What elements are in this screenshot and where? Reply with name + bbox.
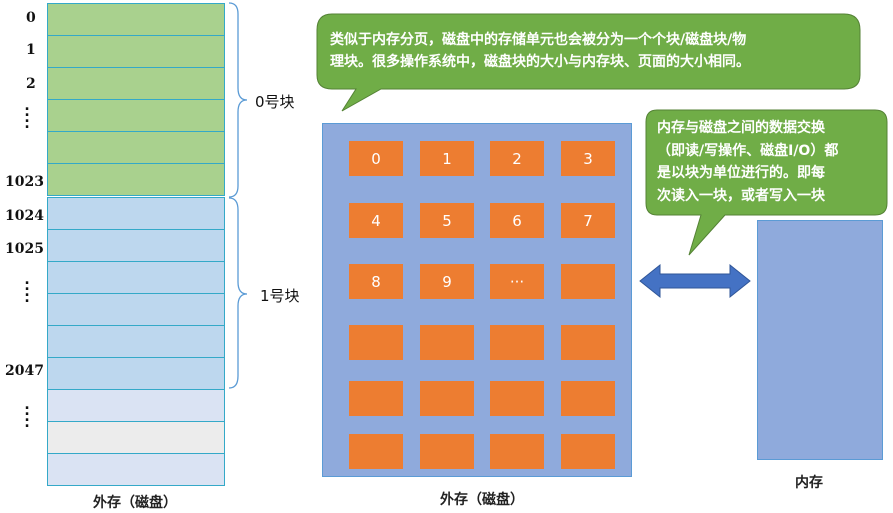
disk-panel: 0 1 2 3 4 5 6 7 8 9 ··· [322,123,632,477]
top-callout-line: 类似于内存分页，磁盘中的存储单元也会被分为一个个块/磁盘块/物 [330,32,747,48]
storage-cell [47,453,225,486]
index-label: 1025 [5,241,44,257]
index-label: 1023 [5,174,44,190]
index-label: 2 [26,76,36,92]
disk-block: 9 [420,264,474,299]
memory-panel [757,220,883,460]
disk-block [490,381,544,416]
disk-block [420,434,474,469]
vertical-ellipsis: .... [24,397,30,431]
storage-cell [47,325,225,358]
storage-cell [47,357,225,390]
disk-block: 3 [561,141,615,176]
right-callout-text: 内存与磁盘之间的数据交换 （即读/写操作、磁盘I/O）都 是以块为单位进行的。即… [657,117,883,207]
disk-block [561,434,615,469]
disk-block [349,434,403,469]
top-callout-line: 理块。很多操作系统中，磁盘块的大小与内存块、页面的大小相同。 [330,54,750,70]
vertical-ellipsis: .... [24,98,30,132]
disk-block [561,325,615,360]
storage-cell [47,131,225,164]
double-arrow-shape [639,263,751,299]
storage-cell [47,293,225,326]
disk-block: 8 [349,264,403,299]
right-callout-line: 是以块为单位进行的。即每 [657,165,825,181]
disk-block [561,381,615,416]
storage-cell [47,67,225,100]
disk-block [490,325,544,360]
brace-block-0 [228,2,248,198]
index-label: 2047 [5,363,44,379]
right-callout-line: 次读入一块，或者写入一块 [657,187,825,204]
storage-cell [47,99,225,132]
index-label: 0 [26,10,36,26]
storage-cell [47,229,225,262]
brace-block-1 [228,197,248,389]
disk-block: 0 [349,141,403,176]
vertical-ellipsis: .... [24,272,30,306]
storage-column [47,3,225,486]
disk-block [420,325,474,360]
disk-block [490,434,544,469]
disk-block [561,264,615,299]
disk-block: 5 [420,203,474,238]
memory-caption: 内存 [795,475,823,491]
block-braces [228,2,248,389]
top-callout-bubble [316,13,861,112]
double-arrow [639,263,751,299]
storage-cell [47,35,225,68]
index-label: 1 [26,42,36,58]
right-callout-line: （即读/写操作、磁盘I/O）都 [657,142,839,159]
disk-block: 1 [420,141,474,176]
right-callout-line: 内存与磁盘之间的数据交换 [657,120,825,136]
disk-block: 6 [490,203,544,238]
right-callout-bubble [645,109,888,256]
disk-block [420,381,474,416]
block-0-label: 0号块 [255,93,295,111]
storage-cell [47,3,225,36]
left-storage-caption: 外存（磁盘） [93,495,177,511]
disk-block: 4 [349,203,403,238]
storage-cell [47,163,225,196]
disk-block [349,325,403,360]
storage-cell [47,197,225,230]
block-1-label: 1号块 [260,287,300,305]
disk-panel-caption: 外存（磁盘） [440,492,524,508]
disk-block: ··· [490,264,544,299]
storage-cell [47,421,225,454]
index-label: 1024 [5,208,44,224]
top-callout-text: 类似于内存分页，磁盘中的存储单元也会被分为一个个块/磁盘块/物 理块。很多操作系… [330,29,855,73]
disk-block [349,381,403,416]
disk-block: 7 [561,203,615,238]
storage-cell [47,261,225,294]
storage-cell [47,389,225,422]
disk-block: 2 [490,141,544,176]
